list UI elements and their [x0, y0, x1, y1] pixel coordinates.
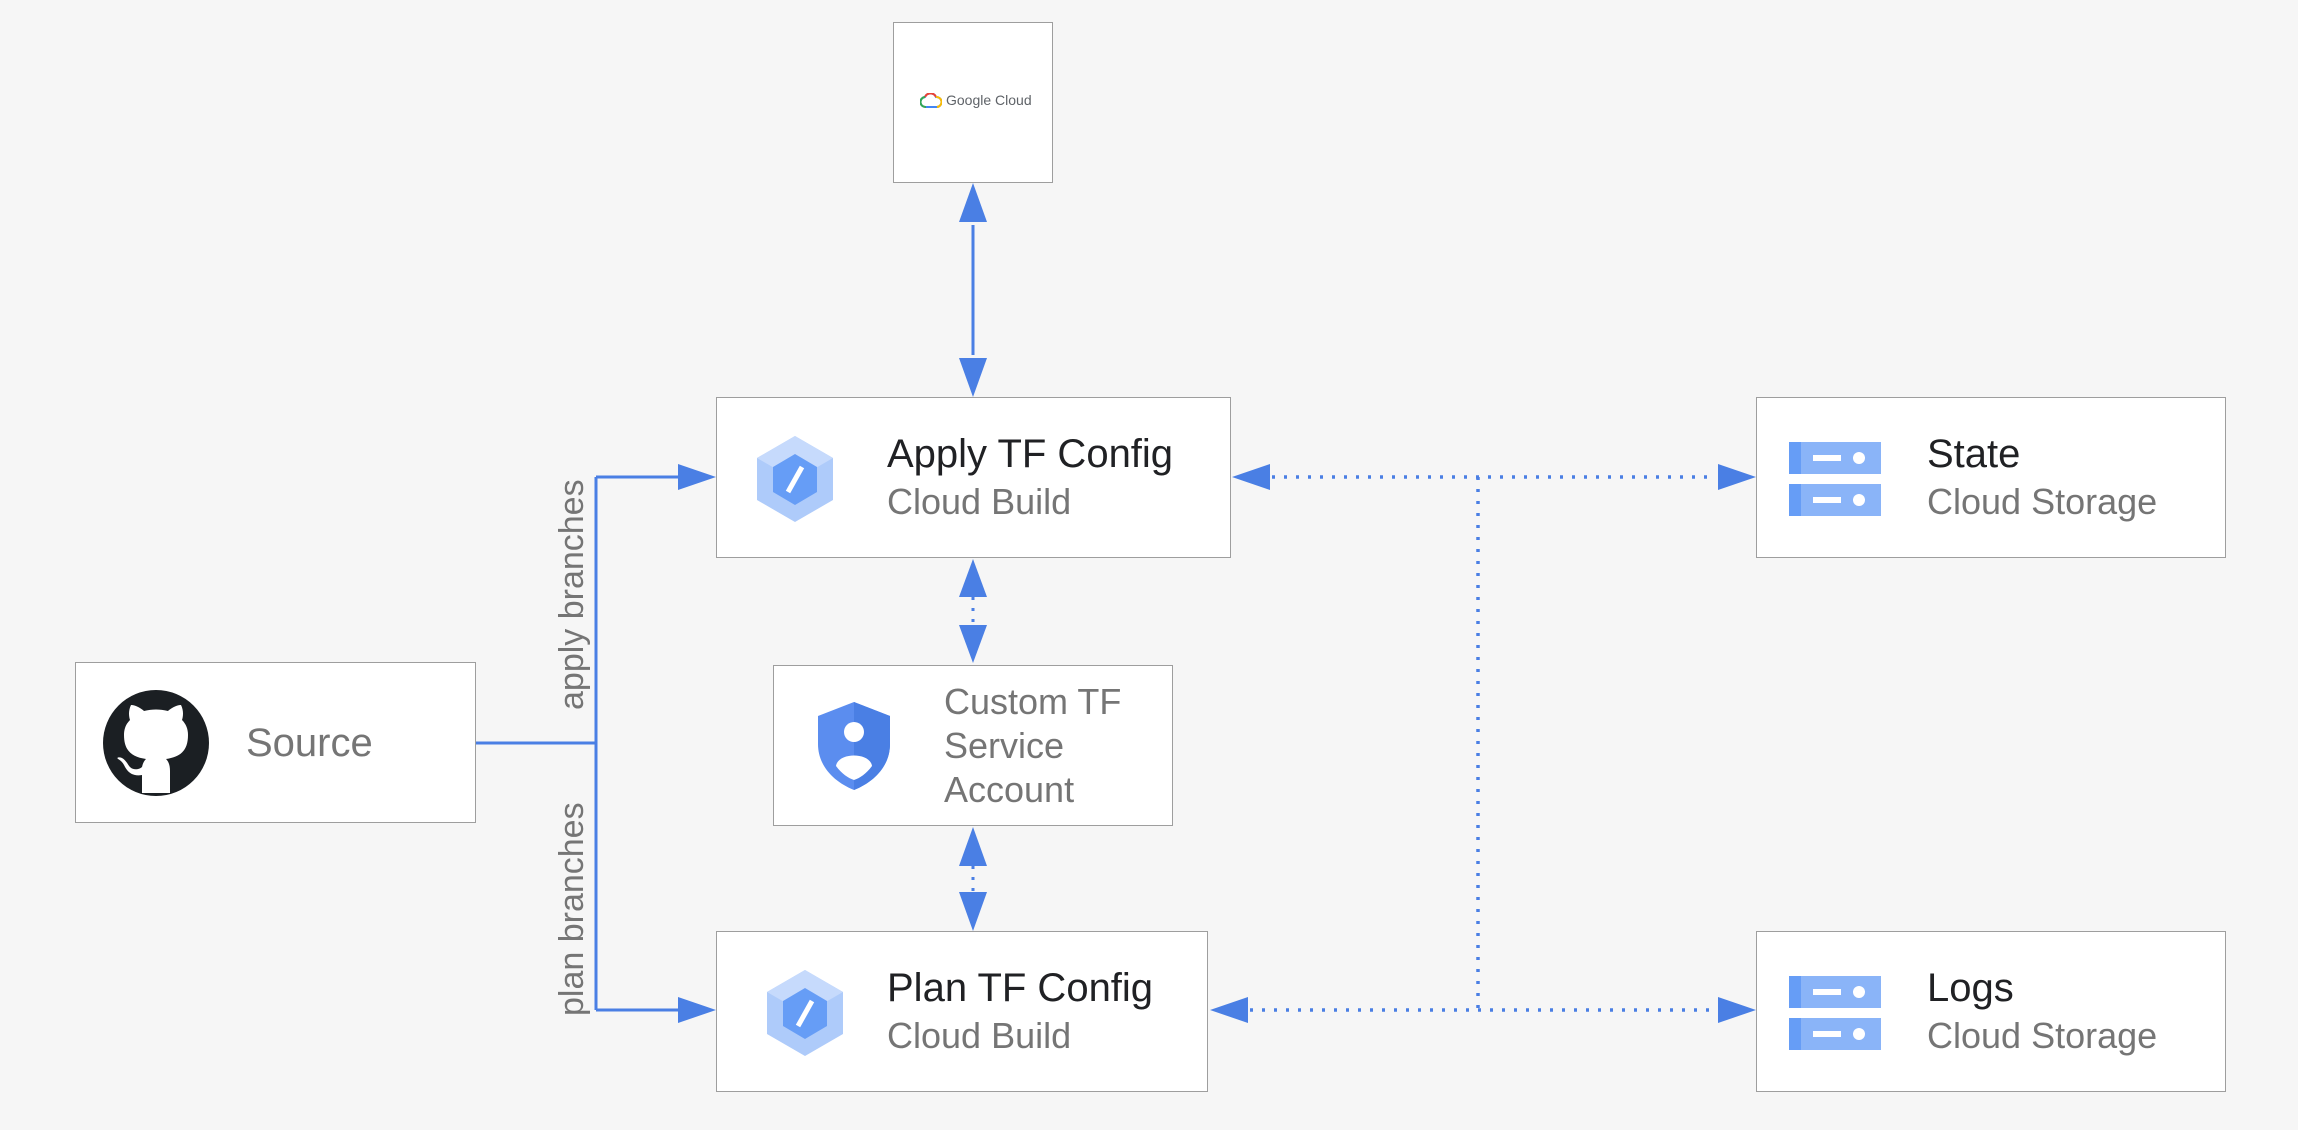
- arrowhead-plan-branch: [678, 997, 716, 1023]
- shield-user-icon: [818, 702, 890, 790]
- plan-subtitle: Cloud Build: [887, 1015, 1072, 1056]
- edge-source-branches: [476, 464, 716, 1023]
- state-title: State: [1927, 432, 2021, 476]
- logs-title: Logs: [1927, 966, 2014, 1010]
- apply-subtitle: Cloud Build: [887, 481, 1072, 522]
- google-cloud-node[interactable]: Google Cloud: [893, 22, 1053, 183]
- plan-branches-label: plan branches: [553, 802, 591, 1016]
- cloud-build-icon: [757, 436, 833, 522]
- arrowhead-up: [959, 183, 987, 222]
- apply-tf-config-node[interactable]: Apply TF Config Cloud Build: [716, 397, 1231, 558]
- arrowhead-apply-branch: [678, 464, 716, 490]
- edge-apply-sa: [959, 559, 987, 663]
- arrowhead-up: [959, 559, 987, 597]
- logs-node[interactable]: Logs Cloud Storage: [1756, 931, 2226, 1092]
- arrowhead-right: [1718, 464, 1756, 490]
- edge-gcloud-apply: [959, 183, 987, 397]
- edge-sa-plan: [959, 827, 987, 931]
- apply-branches-label: apply branches: [553, 479, 591, 710]
- arrowhead-right: [1718, 997, 1756, 1023]
- plan-title: Plan TF Config: [887, 966, 1154, 1010]
- service-account-line-2: Service: [944, 725, 1065, 766]
- service-account-line-3: Account: [944, 769, 1075, 810]
- source-node[interactable]: Source: [75, 662, 476, 823]
- arrowhead-left: [1232, 464, 1270, 490]
- arrowhead-down: [959, 358, 987, 397]
- arrowhead-up: [959, 827, 987, 866]
- google-cloud-logo-icon: [920, 93, 942, 108]
- source-title: Source: [246, 721, 373, 765]
- arrowhead-down: [959, 625, 987, 663]
- edge-plan-logs: [1210, 997, 1756, 1023]
- github-icon: [103, 690, 209, 796]
- arrowhead-left: [1210, 997, 1248, 1023]
- cloud-build-icon: [767, 970, 843, 1056]
- service-account-node[interactable]: Custom TF Service Account: [773, 665, 1173, 826]
- plan-tf-config-node[interactable]: Plan TF Config Cloud Build: [716, 931, 1208, 1092]
- cloud-storage-icon: [1789, 976, 1881, 1050]
- state-subtitle: Cloud Storage: [1927, 481, 2158, 522]
- apply-title: Apply TF Config: [887, 432, 1174, 476]
- service-account-line-1: Custom TF: [944, 681, 1122, 722]
- logs-subtitle: Cloud Storage: [1927, 1015, 2158, 1056]
- arrowhead-down: [959, 892, 987, 931]
- state-node[interactable]: State Cloud Storage: [1756, 397, 2226, 558]
- edge-apply-state: [1232, 464, 1756, 490]
- cloud-storage-icon: [1789, 442, 1881, 516]
- google-cloud-logo-text: Google Cloud: [946, 92, 1032, 108]
